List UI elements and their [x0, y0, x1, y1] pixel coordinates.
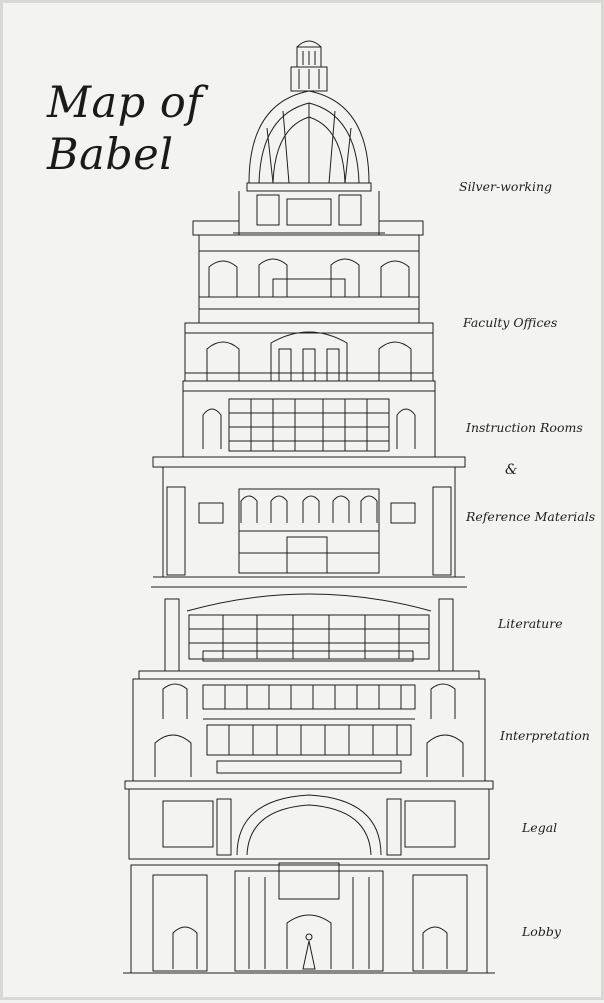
instruction-tier — [152, 380, 466, 468]
lobby-tier — [123, 862, 495, 974]
title-line-2: Babel — [47, 130, 174, 180]
reference-tier — [153, 466, 465, 578]
tower-illustration — [123, 40, 495, 974]
legal-tier — [128, 788, 490, 860]
floor-label-legal: Legal — [522, 820, 558, 835]
floor-label-ampersand: & — [505, 462, 518, 478]
floor-label-faculty-offices: Faculty Offices — [463, 315, 558, 330]
literature-tier — [138, 586, 480, 680]
floor-label-silver-working: Silver-working — [459, 179, 553, 194]
floor-label-instruction-rooms: Instruction Rooms — [466, 420, 583, 435]
faculty-tier — [184, 322, 434, 382]
upper-tier — [192, 220, 424, 324]
floor-label-literature: Literature — [498, 616, 563, 631]
floor-label-lobby: Lobby — [522, 924, 561, 939]
interpretation-tier — [124, 678, 494, 790]
dome — [233, 40, 385, 234]
floor-label-interpretation: Interpretation — [500, 728, 590, 743]
floor-label-reference-materials: Reference Materials — [466, 509, 596, 524]
title-line-1: Map of — [47, 78, 203, 128]
map-title: Map of Babel — [47, 77, 203, 181]
